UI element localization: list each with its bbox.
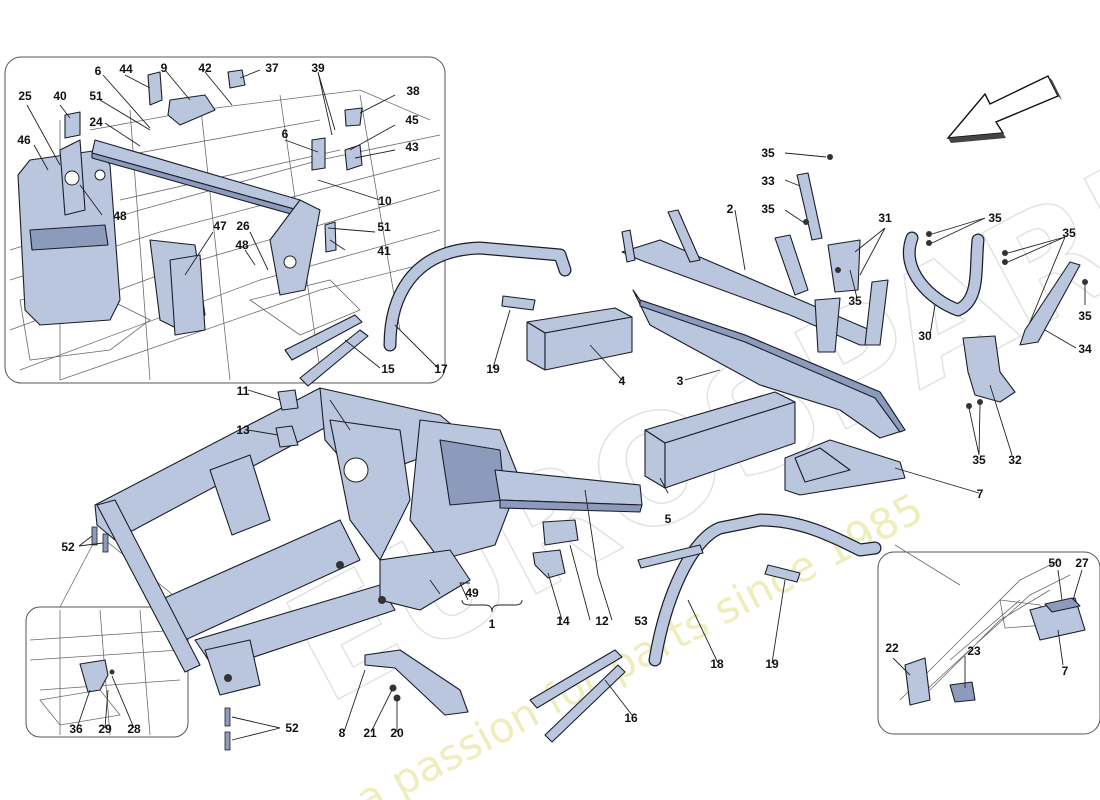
callout-35c[interactable]: 35 xyxy=(988,211,1002,225)
callout-2[interactable]: 2 xyxy=(727,202,734,216)
callout-43[interactable]: 43 xyxy=(405,140,419,154)
part-21-washer xyxy=(389,684,397,692)
part-30-u-tube xyxy=(902,231,985,317)
arrow-direction-icon xyxy=(946,75,1062,143)
part-7-frame xyxy=(784,439,906,496)
leader-lines xyxy=(26,69,1086,741)
part-15-struts xyxy=(284,314,369,387)
callout-3[interactable]: 3 xyxy=(677,374,684,388)
callout-36[interactable]: 36 xyxy=(69,722,83,736)
callout-4[interactable]: 4 xyxy=(619,374,626,388)
part-5-box-member xyxy=(644,391,796,489)
callout-46[interactable]: 46 xyxy=(17,133,31,147)
callout-27[interactable]: 27 xyxy=(1075,556,1089,570)
callout-33[interactable]: 33 xyxy=(761,174,775,188)
callout-39[interactable]: 39 xyxy=(311,61,325,75)
callout-35e[interactable]: 35 xyxy=(1062,226,1076,240)
callout-44[interactable]: 44 xyxy=(119,62,133,76)
part-13-bracket xyxy=(275,425,299,448)
callout-10[interactable]: 10 xyxy=(378,194,392,208)
callout-7a[interactable]: 7 xyxy=(977,487,984,501)
callout-17[interactable]: 17 xyxy=(434,362,448,376)
callout-20[interactable]: 20 xyxy=(390,726,404,740)
callout-35a[interactable]: 35 xyxy=(761,146,775,160)
callout-49[interactable]: 49 xyxy=(465,586,479,600)
callout-23[interactable]: 23 xyxy=(967,644,981,658)
callout-48b[interactable]: 48 xyxy=(235,238,249,252)
callout-11[interactable]: 11 xyxy=(237,384,250,398)
callout-29[interactable]: 29 xyxy=(98,722,112,736)
callout-13[interactable]: 13 xyxy=(236,423,250,437)
callout-9[interactable]: 9 xyxy=(161,61,168,75)
callout-48a[interactable]: 48 xyxy=(113,209,127,223)
callout-50[interactable]: 50 xyxy=(1048,556,1062,570)
callout-30[interactable]: 30 xyxy=(918,329,932,343)
callout-8[interactable]: 8 xyxy=(339,726,346,740)
fasteners-35 xyxy=(803,154,1088,409)
part-19-bar-upper xyxy=(501,295,536,311)
part-18-arch-tube xyxy=(637,513,882,667)
callout-37[interactable]: 37 xyxy=(265,61,279,75)
callout-35b[interactable]: 35 xyxy=(761,202,775,216)
part-2-rear-frame xyxy=(621,209,889,353)
callout-34[interactable]: 34 xyxy=(1078,342,1092,356)
callout-52b[interactable]: 52 xyxy=(285,721,299,735)
callout-51b[interactable]: 51 xyxy=(377,220,391,234)
inset-detail-bottom-right xyxy=(877,551,1100,735)
part-4-box-member xyxy=(526,307,633,371)
callout-52a[interactable]: 52 xyxy=(61,540,75,554)
part-11-bracket xyxy=(277,389,299,411)
part-34-strut xyxy=(1019,261,1081,346)
callout-16[interactable]: 16 xyxy=(624,711,638,725)
part-19-bar-lower xyxy=(764,564,801,583)
callout-28[interactable]: 28 xyxy=(127,722,141,736)
callout-53[interactable]: 53 xyxy=(634,614,648,628)
part-1-brace xyxy=(461,599,523,613)
callout-1[interactable]: 1 xyxy=(489,617,496,631)
callout-19b[interactable]: 19 xyxy=(765,657,779,671)
callout-6b[interactable]: 6 xyxy=(282,127,289,141)
callout-38[interactable]: 38 xyxy=(406,84,420,98)
callout-45[interactable]: 45 xyxy=(405,113,419,127)
inset-connector-right xyxy=(894,544,961,586)
callout-35g[interactable]: 35 xyxy=(972,453,986,467)
callout-47[interactable]: 47 xyxy=(213,219,227,233)
part-32-bracket xyxy=(962,335,1016,403)
callout-51a[interactable]: 51 xyxy=(89,89,103,103)
inset-detail-bottom-left xyxy=(25,606,189,738)
inset-detail-top-left xyxy=(4,56,446,384)
callout-labels: 1 2 3 4 5 6 6 7 7 8 9 10 11 12 13 14 15 … xyxy=(17,61,1092,740)
part-14-bracket xyxy=(532,549,566,579)
callout-42[interactable]: 42 xyxy=(198,61,212,75)
callout-26[interactable]: 26 xyxy=(236,219,250,233)
callout-25[interactable]: 25 xyxy=(18,89,32,103)
callout-24[interactable]: 24 xyxy=(89,115,103,129)
callout-35f[interactable]: 35 xyxy=(1078,309,1092,323)
part-12-plate xyxy=(542,519,579,546)
callout-5[interactable]: 5 xyxy=(665,512,672,526)
part-8-bracket-lower xyxy=(364,649,469,716)
callout-40[interactable]: 40 xyxy=(53,89,67,103)
callout-6a[interactable]: 6 xyxy=(95,64,102,78)
callout-19a[interactable]: 19 xyxy=(486,362,500,376)
callout-18[interactable]: 18 xyxy=(710,657,724,671)
part-16-struts xyxy=(529,649,626,743)
callout-15[interactable]: 15 xyxy=(381,362,395,376)
callout-31[interactable]: 31 xyxy=(878,211,892,225)
part-1-chassis-frame xyxy=(94,387,643,696)
callout-32[interactable]: 32 xyxy=(1008,453,1022,467)
part-3-long-beam xyxy=(632,289,906,439)
part-20-nut xyxy=(393,694,401,702)
callout-7b[interactable]: 7 xyxy=(1062,664,1069,678)
callout-41[interactable]: 41 xyxy=(377,244,391,258)
callout-14[interactable]: 14 xyxy=(556,614,570,628)
part-17-roll-tube xyxy=(383,241,572,352)
callout-21[interactable]: 21 xyxy=(363,726,377,740)
callout-12[interactable]: 12 xyxy=(595,614,609,628)
part-33-bar xyxy=(796,172,823,241)
callout-35d[interactable]: 35 xyxy=(848,294,862,308)
callout-22[interactable]: 22 xyxy=(885,641,899,655)
